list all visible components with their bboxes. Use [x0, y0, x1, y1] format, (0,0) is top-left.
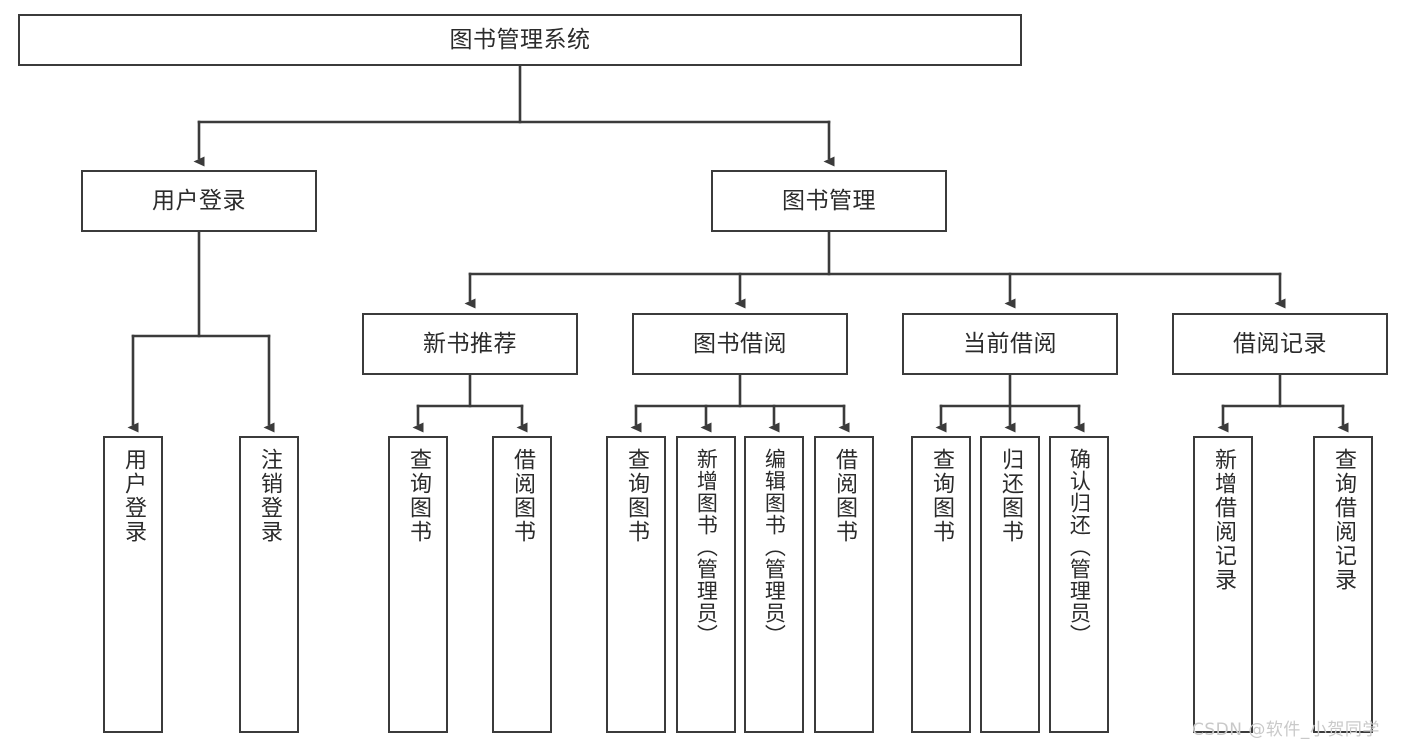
node-label: 归还图书: [997, 448, 1023, 544]
node-label: 图书管理系统: [449, 26, 591, 53]
node-label: 编辑图书（管理员）: [762, 448, 787, 646]
node-label: 新增借阅记录: [1210, 448, 1236, 592]
node-book-manage[interactable]: 图书管理: [711, 170, 947, 232]
leaf-borrow-book-1[interactable]: 借阅图书: [492, 436, 552, 733]
leaf-logout[interactable]: 注销登录: [239, 436, 299, 733]
node-label: 图书借阅: [693, 330, 787, 357]
node-current-borrow[interactable]: 当前借阅: [902, 313, 1118, 375]
node-label: 查询图书: [405, 448, 431, 544]
leaf-query-record[interactable]: 查询借阅记录: [1313, 436, 1373, 733]
node-root-system[interactable]: 图书管理系统: [18, 14, 1022, 66]
leaf-edit-book[interactable]: 编辑图书（管理员）: [744, 436, 804, 733]
leaf-add-record[interactable]: 新增借阅记录: [1193, 436, 1253, 733]
node-label: 新增图书（管理员）: [694, 448, 719, 646]
csdn-watermark: CSDN @软件_小贺同学: [1192, 720, 1380, 740]
node-user-login[interactable]: 用户登录: [81, 170, 317, 232]
node-label: 当前借阅: [963, 330, 1057, 357]
node-label: 图书管理: [782, 187, 876, 214]
node-label: 查询借阅记录: [1330, 448, 1356, 592]
leaf-return-book[interactable]: 归还图书: [980, 436, 1040, 733]
node-label: 借阅图书: [509, 448, 535, 544]
leaf-add-book[interactable]: 新增图书（管理员）: [676, 436, 736, 733]
leaf-query-book-2[interactable]: 查询图书: [606, 436, 666, 733]
leaf-query-book-3[interactable]: 查询图书: [911, 436, 971, 733]
node-new-book-rec[interactable]: 新书推荐: [362, 313, 578, 375]
node-label: 用户登录: [152, 187, 246, 214]
leaf-confirm-return[interactable]: 确认归还（管理员）: [1049, 436, 1109, 733]
leaf-user-login[interactable]: 用户登录: [103, 436, 163, 733]
node-label: 查询图书: [623, 448, 649, 544]
leaf-borrow-book-2[interactable]: 借阅图书: [814, 436, 874, 733]
node-label: 借阅图书: [831, 448, 857, 544]
node-label: 注销登录: [256, 448, 282, 544]
node-book-borrow[interactable]: 图书借阅: [632, 313, 848, 375]
node-label: 借阅记录: [1233, 330, 1327, 357]
node-label: 确认归还（管理员）: [1067, 448, 1092, 646]
node-label: 用户登录: [120, 448, 146, 544]
node-borrow-record[interactable]: 借阅记录: [1172, 313, 1388, 375]
node-label: 查询图书: [928, 448, 954, 544]
node-label: 新书推荐: [423, 330, 517, 357]
leaf-query-book-1[interactable]: 查询图书: [388, 436, 448, 733]
